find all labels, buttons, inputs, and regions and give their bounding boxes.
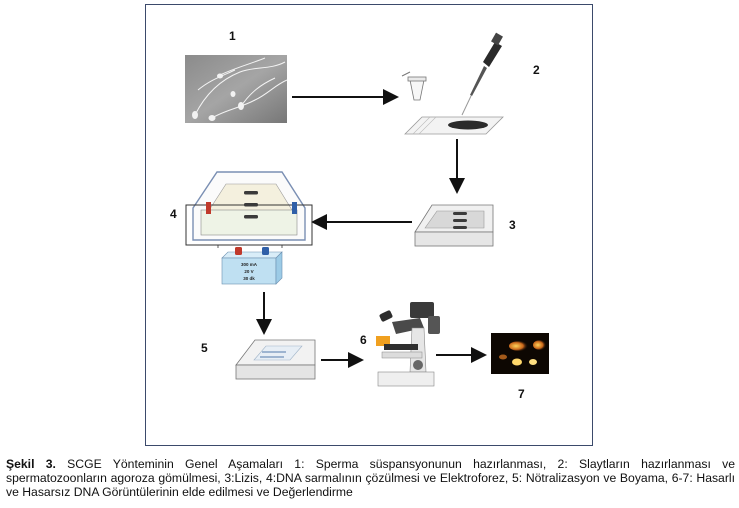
psu-current: 300 mA [241,262,258,267]
step-2-label: 2 [533,63,540,77]
step-4-label: 4 [170,207,177,221]
caption-text: SCGE Yönteminin Genel Aşamaları 1: Sperm… [6,457,735,500]
sperm-micrograph: 1 [185,29,288,123]
step-1-label: 1 [229,29,236,43]
caption-label: Şekil 3. [6,457,56,471]
microscope-slide [404,116,504,135]
electrophoresis-unit: 4 [170,171,313,248]
lysis-tank: 3 [414,204,516,247]
power-supply: 300 mA 20 V 30 dk [221,247,283,285]
step-7-label: 7 [518,387,525,401]
psu-duration: 30 dk [243,276,255,281]
figure-caption: Şekil 3. SCGE Yönteminin Genel Aşamaları… [6,457,735,500]
comet-assay-image: 7 [491,333,549,401]
pipette-icon: 2 [461,32,540,116]
microscope-icon: 6 [360,302,440,387]
figure-frame [145,4,593,446]
neutralization-tray: 5 [201,339,316,380]
step-6-label: 6 [360,333,367,347]
step-3-label: 3 [509,218,516,232]
step-5-label: 5 [201,341,208,355]
psu-voltage: 20 V [244,269,253,274]
scge-diagram: 1 2 3 [170,29,549,401]
eppendorf-tube-icon [401,71,427,101]
